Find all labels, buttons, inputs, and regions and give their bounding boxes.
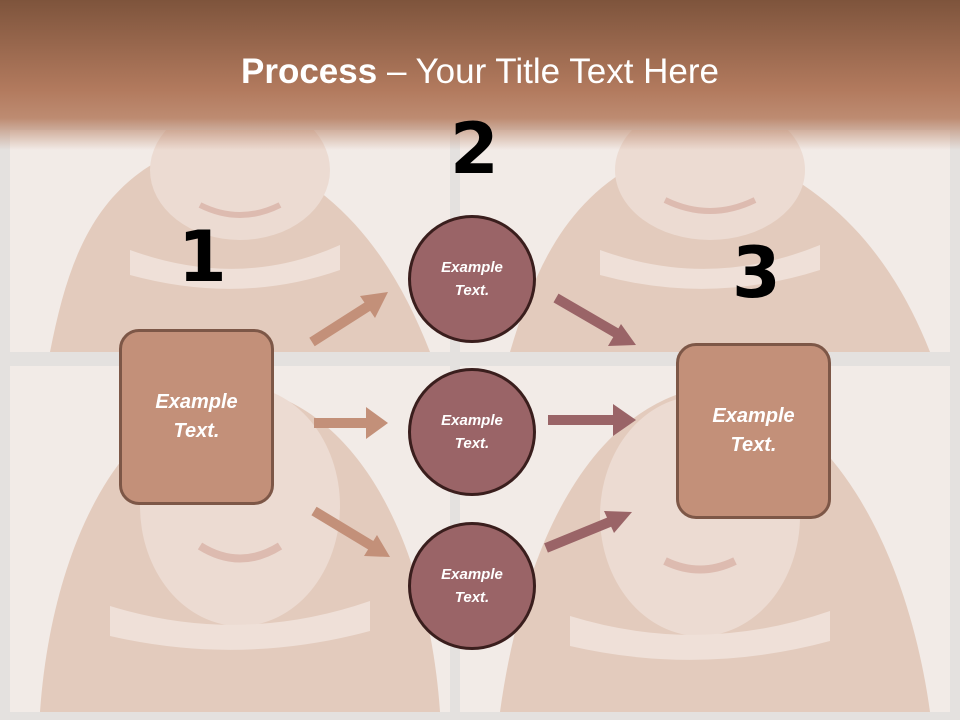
background-photo-top-right (460, 130, 950, 352)
arrow-to-top-circle (309, 292, 388, 347)
circle-middle-label-line1: Example (441, 412, 503, 429)
step-2-circle-bottom: Example Text. (408, 522, 536, 650)
step-number-2: 2 (450, 108, 499, 190)
arrow-bottom-circle-to-box (544, 511, 632, 553)
step-1-label-line1: Example (155, 391, 238, 413)
arrow-to-middle-circle (314, 407, 388, 439)
circle-middle-label-line2: Text. (454, 435, 490, 452)
page-title: Process – Your Title Text Here (0, 52, 960, 92)
step-number-3: 3 (732, 232, 781, 314)
arrow-top-circle-to-box (553, 293, 636, 346)
circle-bottom-label-line1: Example (441, 566, 503, 583)
step-3-label-line2: Text. (730, 434, 777, 456)
step-3-box: Example Text. (676, 343, 831, 519)
title-bold: Process (241, 52, 378, 91)
background-photo-top-left (10, 130, 450, 352)
arrow-to-bottom-circle (311, 506, 390, 557)
title-band (0, 0, 960, 150)
step-3-label-line1: Example (712, 405, 795, 427)
step-2-circle-middle: Example Text. (408, 368, 536, 496)
arrow-middle-circle-to-box (548, 404, 636, 436)
title-rest: – Your Title Text Here (377, 52, 719, 91)
circle-top-label-line2: Text. (454, 282, 490, 299)
circle-top-label-line1: Example (441, 259, 503, 276)
step-1-box: Example Text. (119, 329, 274, 505)
circle-bottom-label-line2: Text. (454, 589, 490, 606)
step-number-1: 1 (178, 216, 227, 298)
step-2-circle-top: Example Text. (408, 215, 536, 343)
step-1-label-line2: Text. (173, 420, 220, 442)
